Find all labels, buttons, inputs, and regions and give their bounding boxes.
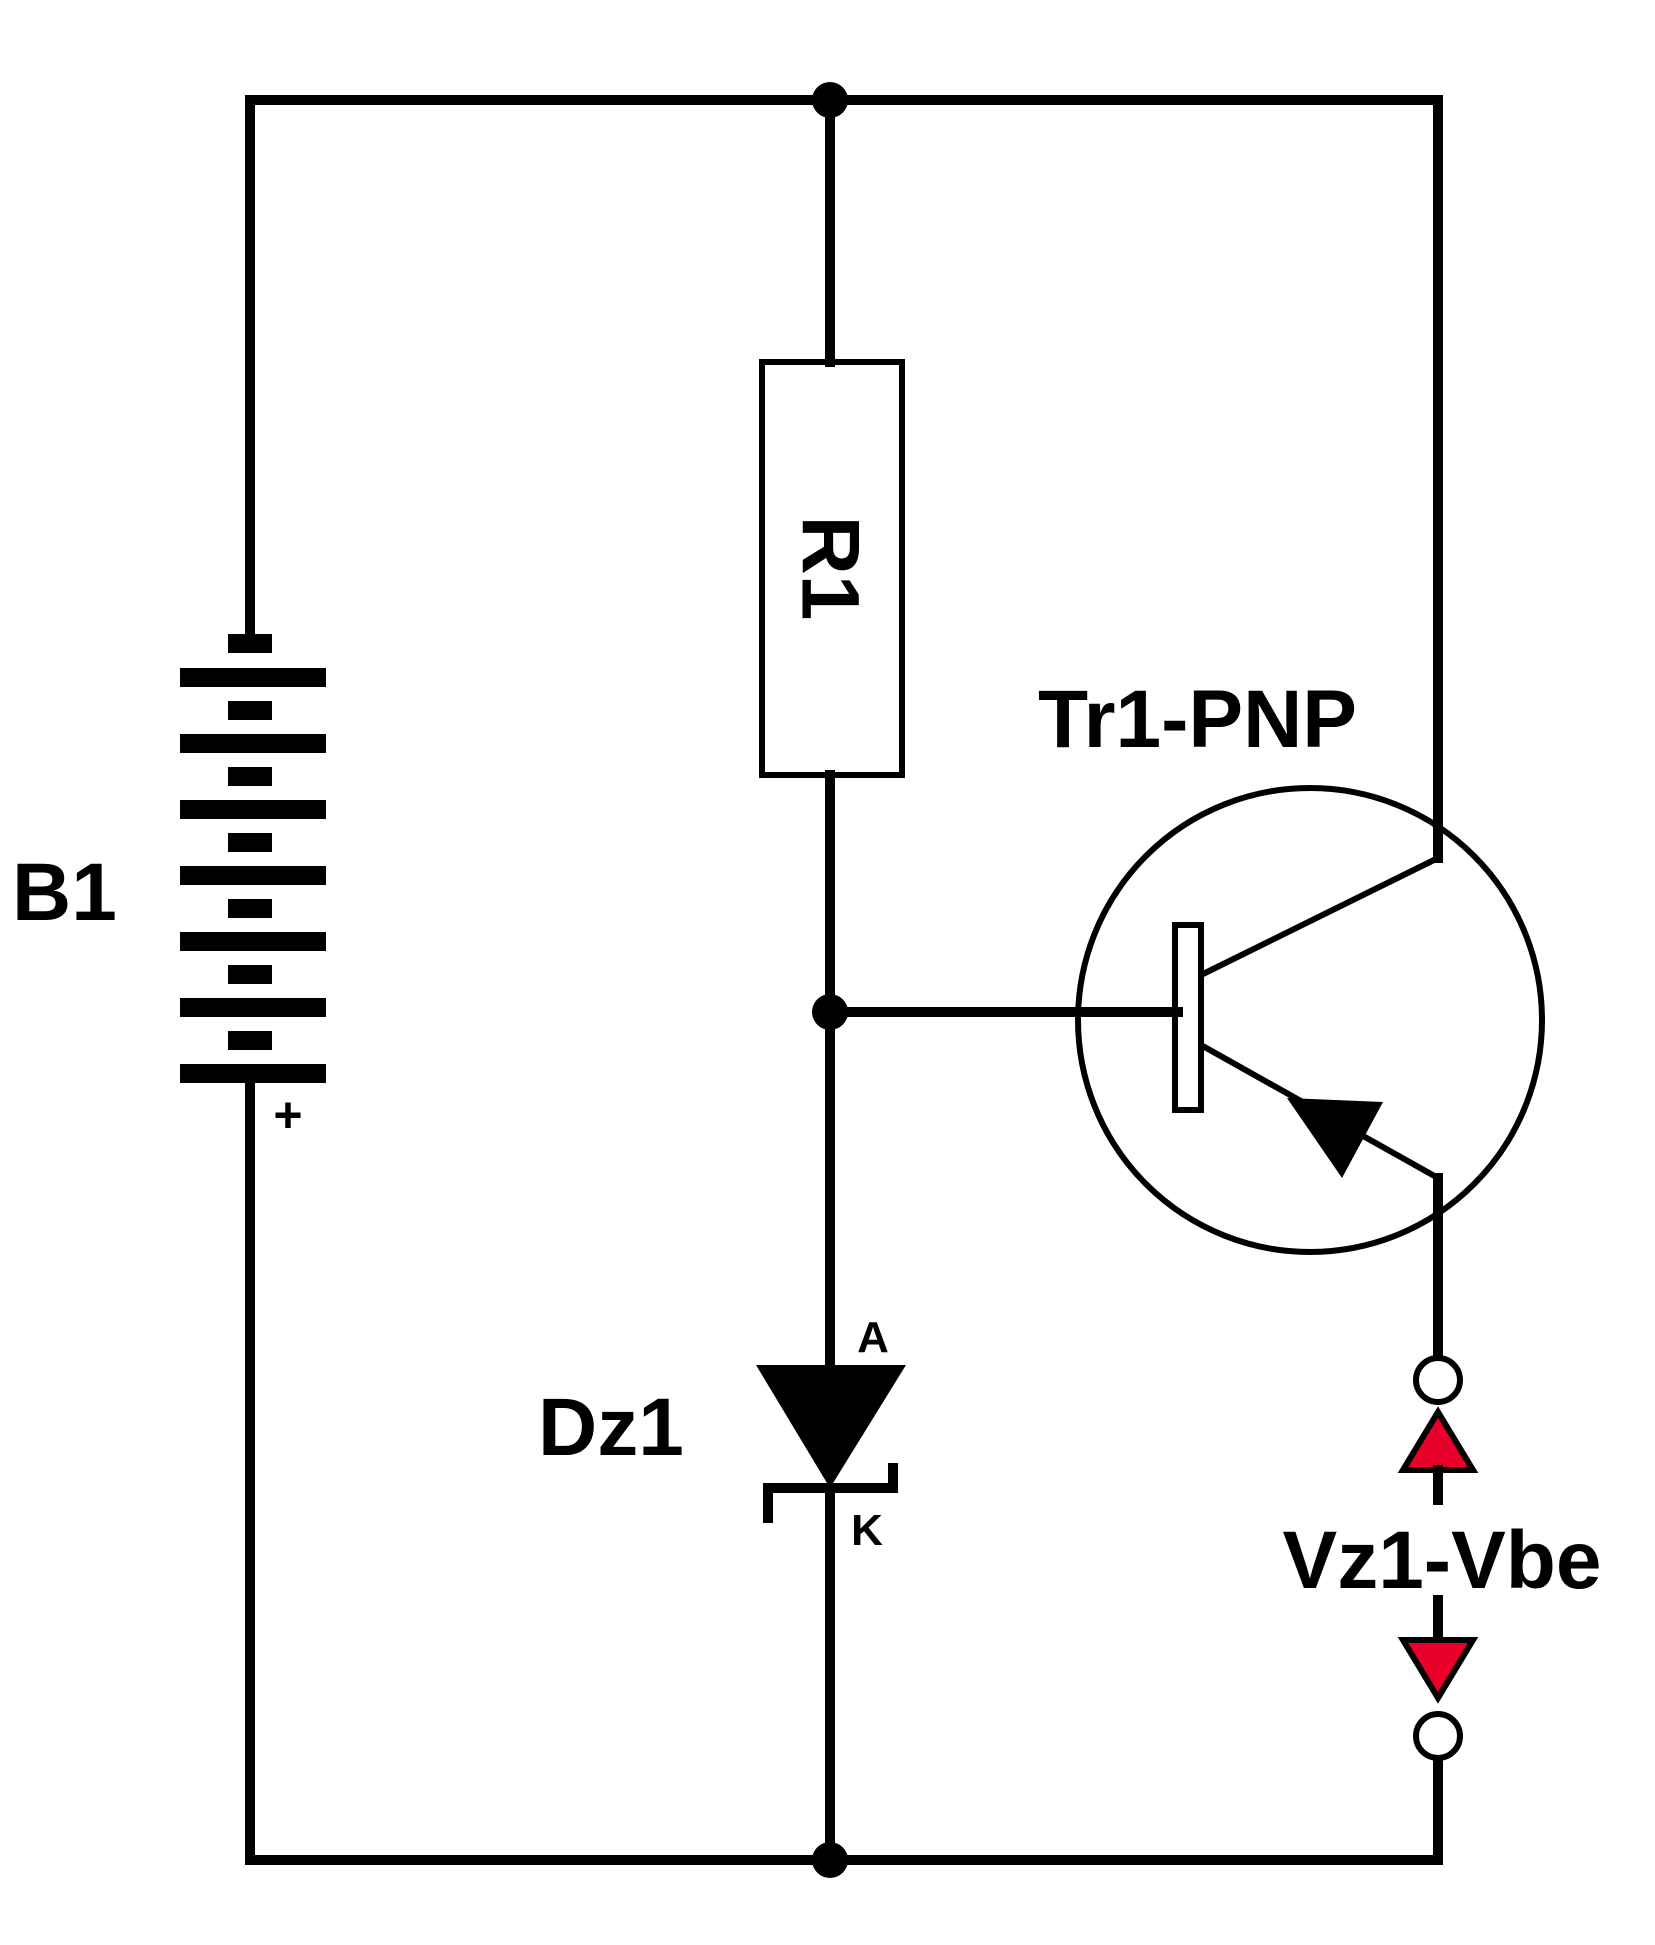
transistor-collector xyxy=(1199,855,1440,978)
voltage-arrows xyxy=(1397,1406,1479,1704)
voltage-arrow-down-icon xyxy=(1397,1637,1479,1704)
junction-dots xyxy=(812,82,848,1878)
transistor-emitter-arrow xyxy=(1287,1098,1383,1178)
wire-bottom xyxy=(245,1075,1443,1865)
junction-dot-bottom xyxy=(812,1842,848,1878)
transistor-base-bar xyxy=(1172,922,1204,1113)
voltage-arrow-up-icon xyxy=(1397,1406,1479,1473)
transistor-symbol xyxy=(1075,785,1545,1255)
junction-dot-base xyxy=(812,994,848,1030)
zener-cathode-bar xyxy=(763,1463,898,1523)
battery-label: B1 xyxy=(12,847,117,938)
transistor-label: Tr1-PNP xyxy=(1038,674,1357,765)
output-terminal-bottom xyxy=(1413,1711,1463,1761)
transistor-circle xyxy=(1075,785,1545,1255)
zener-cathode-label: K xyxy=(851,1506,883,1555)
output-terminals xyxy=(1413,1355,1463,1761)
output-terminal-top xyxy=(1413,1355,1463,1405)
zener-label: Dz1 xyxy=(538,1382,684,1473)
zener-anode-label: A xyxy=(857,1313,889,1362)
resistor-label: R1 xyxy=(785,516,876,621)
zener-triangle xyxy=(756,1365,906,1488)
battery-polarity-label: + xyxy=(273,1087,302,1143)
junction-dot-top xyxy=(812,82,848,118)
resistor-symbol xyxy=(759,359,905,778)
zener-diode-symbol xyxy=(756,1365,906,1523)
output-voltage-label: Vz1-Vbe xyxy=(1283,1515,1602,1606)
battery-symbol xyxy=(180,634,326,1083)
